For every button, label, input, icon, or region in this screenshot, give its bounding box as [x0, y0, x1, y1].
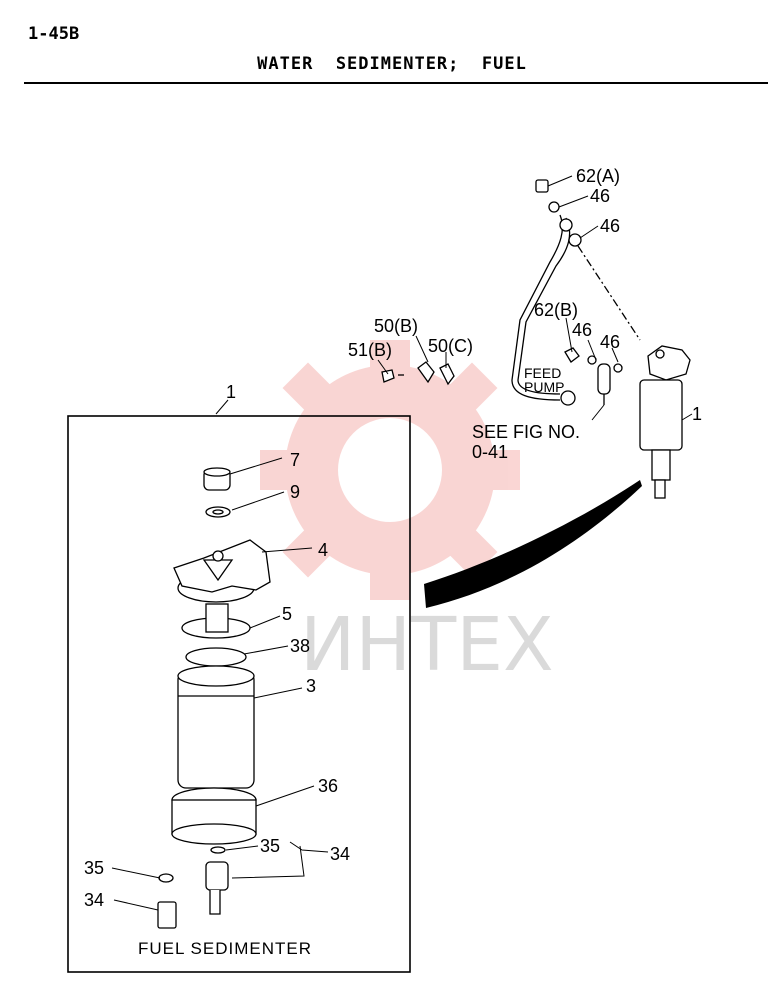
callout-46-d: 46 — [600, 332, 620, 352]
callout-62b: 62(B) — [534, 300, 578, 320]
callout-5: 5 — [282, 604, 292, 624]
detail-box — [67, 415, 411, 973]
callout-38: 38 — [290, 636, 310, 656]
callout-46-c: 46 — [572, 320, 592, 340]
callout-34-outer: 34 — [84, 890, 104, 910]
callout-4: 4 — [318, 540, 328, 560]
callout-7: 7 — [290, 450, 300, 470]
callout-50b: 50(B) — [374, 316, 418, 336]
callout-35-inner: 35 — [260, 836, 280, 856]
callout-36: 36 — [318, 776, 338, 796]
callout-3: 3 — [306, 676, 316, 696]
header-rule — [24, 82, 768, 84]
callout-51b: 51(B) — [348, 340, 392, 360]
note-see-fig: SEE FIG NO. — [472, 422, 580, 442]
callout-35-outer: 35 — [84, 858, 104, 878]
fuel-pipe-assembly — [381, 179, 691, 499]
page-title: WATER SEDIMENTER; FUEL — [257, 54, 527, 74]
page-code: 1-45B — [28, 24, 80, 44]
note-pump: PUMP — [524, 379, 564, 395]
detail-arrow — [424, 480, 642, 608]
callout-9: 9 — [290, 482, 300, 502]
callout-46-a: 46 — [590, 186, 610, 206]
note-feed: FEED — [524, 365, 561, 381]
watermark-text: ИНТЕХ — [300, 602, 554, 688]
callout-1-right: 1 — [692, 404, 702, 424]
callout-62a: 62(A) — [576, 166, 620, 186]
leader-lines-inner — [111, 399, 329, 911]
diagram-caption: FUEL SEDIMENTER — [138, 939, 312, 958]
leader-lines-upper — [377, 175, 693, 421]
callout-46-b: 46 — [600, 216, 620, 236]
callout-1-top: 1 — [226, 382, 236, 402]
callout-50c: 50(C) — [428, 336, 473, 356]
note-fig-number: 0-41 — [472, 442, 508, 462]
callout-34-inner: 34 — [330, 844, 350, 864]
sedimenter-parts — [157, 467, 271, 929]
